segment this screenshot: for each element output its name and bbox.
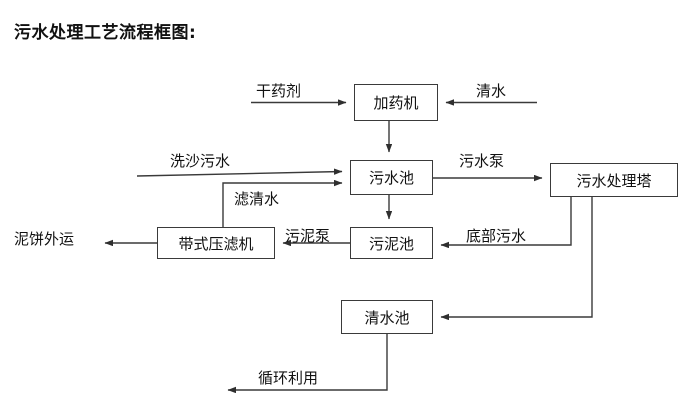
- terminal-label-mud-cake-transport: 泥饼外运: [14, 230, 75, 248]
- edge-label-bottom-sewage: 底部污水: [466, 227, 527, 245]
- node-label: 带式压滤机: [178, 234, 254, 253]
- node-label: 污泥池: [368, 234, 414, 253]
- connector-wash-sewage-to-sewage-pool: [136, 168, 343, 177]
- node-sewage-treatment-tower[interactable]: 污水处理塔: [550, 163, 678, 197]
- node-dosing-machine[interactable]: 加药机: [354, 84, 438, 121]
- page-title: 污水处理工艺流程框图:: [14, 23, 197, 43]
- node-sludge-pool[interactable]: 污泥池: [350, 227, 433, 259]
- node-label: 污水处理塔: [576, 171, 652, 190]
- edge-label-sludge-pump: 污泥泵: [285, 227, 331, 245]
- node-sewage-pool[interactable]: 污水池: [350, 160, 433, 195]
- edge-label-wash-sand-sewage: 洗沙污水: [170, 152, 231, 170]
- node-label: 加药机: [373, 94, 419, 112]
- terminal-label-recycle-use: 循环利用: [258, 369, 319, 387]
- connector-clear-pool-to-recycle: [227, 334, 388, 394]
- edge-label-clean-water: 清水: [476, 82, 507, 100]
- connector-bottom-sewage-to-sludge-pool: [440, 197, 572, 249]
- edge-label-filtrate-water: 滤清水: [234, 190, 280, 208]
- node-label: 清水池: [364, 308, 410, 327]
- connector-filtrate-to-sewage-pool: [222, 179, 343, 227]
- node-belt-filter-press[interactable]: 带式压滤机: [157, 227, 275, 259]
- node-label: 污水池: [368, 169, 414, 187]
- node-clear-water-pool[interactable]: 清水池: [341, 300, 433, 334]
- edge-label-dry-agent: 干药剂: [256, 82, 302, 100]
- connector-tower-to-clear-pool: [440, 197, 593, 321]
- edge-label-sewage-pump: 污水泵: [459, 152, 505, 170]
